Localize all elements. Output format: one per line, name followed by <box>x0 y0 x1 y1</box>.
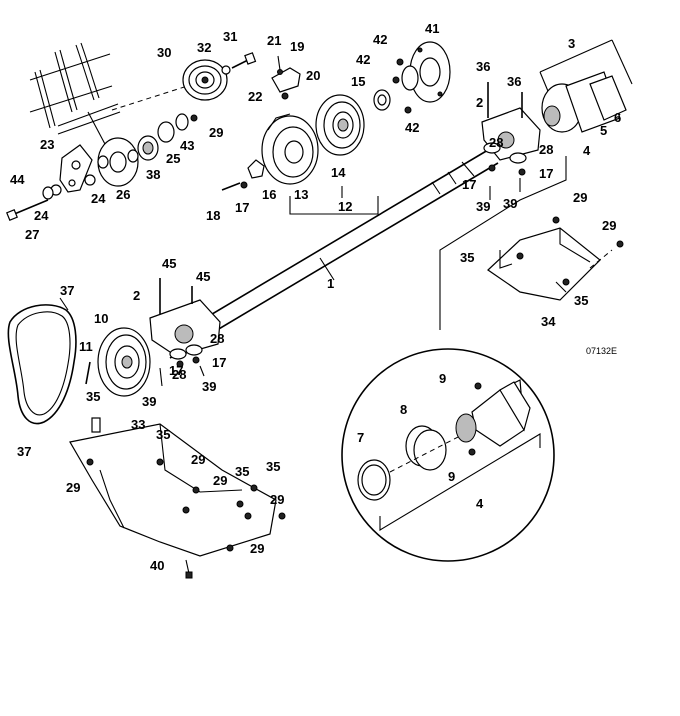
callout-37-top: 37 <box>60 283 74 298</box>
callout-28-a: 28 <box>489 135 503 150</box>
callout-18: 18 <box>206 208 220 223</box>
callout-19: 19 <box>290 39 304 54</box>
callout-28-d: 28 <box>172 367 186 382</box>
callout-29-f: 29 <box>213 473 227 488</box>
callout-32: 32 <box>197 40 211 55</box>
flange-bearing <box>401 41 451 103</box>
callout-29-c: 29 <box>602 218 616 233</box>
callout-42-c: 42 <box>405 120 419 135</box>
callout-35-a: 35 <box>460 250 474 265</box>
callout-15: 15 <box>351 74 365 89</box>
callout-29-e: 29 <box>191 452 205 467</box>
shield-lower <box>69 423 277 557</box>
callout-17-a: 17 <box>235 200 249 215</box>
callout-12: 12 <box>338 199 352 214</box>
detail-inset <box>341 348 555 562</box>
callout-31: 31 <box>223 29 237 44</box>
callout-26: 26 <box>116 187 130 202</box>
callout-29-h: 29 <box>250 541 264 556</box>
callout-10: 10 <box>94 311 108 326</box>
callout-25: 25 <box>166 151 180 166</box>
callout-34: 34 <box>541 314 556 329</box>
callout-6: 6 <box>614 110 621 125</box>
clutch-assembly <box>261 113 319 185</box>
callout-4-inset: 4 <box>476 496 484 511</box>
callout-35-d: 35 <box>156 427 170 442</box>
clutch-pulley <box>315 94 365 156</box>
callout-39-b: 39 <box>503 196 517 211</box>
callout-39-d: 39 <box>202 379 216 394</box>
callout-17-b: 17 <box>462 177 476 192</box>
callout-29-g: 29 <box>270 492 284 507</box>
callout-23: 23 <box>40 137 54 152</box>
callout-35-e: 35 <box>235 464 249 479</box>
callout-13: 13 <box>294 187 308 202</box>
callout-9-bottom: 9 <box>448 469 455 484</box>
callout-17-c: 17 <box>539 166 553 181</box>
callout-9-top: 9 <box>439 371 446 386</box>
callout-29-a: 29 <box>209 125 223 140</box>
callout-45-a: 45 <box>162 256 176 271</box>
callout-36-a: 36 <box>476 59 490 74</box>
callout-33: 33 <box>131 417 145 432</box>
callout-29-b: 29 <box>573 190 587 205</box>
drawing-code: 07132E <box>586 346 617 356</box>
callout-17-e: 17 <box>169 363 183 378</box>
callout-43: 43 <box>180 138 194 153</box>
drive-shaft <box>159 149 499 359</box>
callout-3: 3 <box>568 36 575 51</box>
callout-35-c: 35 <box>86 389 100 404</box>
callout-8: 8 <box>400 402 407 417</box>
callout-44: 44 <box>10 172 25 187</box>
callout-35-b: 35 <box>574 293 588 308</box>
callout-42-a: 42 <box>373 32 387 47</box>
callout-28-b: 28 <box>539 142 553 157</box>
callout-36-b: 36 <box>507 74 521 89</box>
callout-1: 1 <box>327 276 334 291</box>
callout-38: 38 <box>146 167 160 182</box>
blade-assembly <box>29 42 121 135</box>
callout-2-upper: 2 <box>476 95 483 110</box>
callout-28-c: 28 <box>210 331 224 346</box>
callout-24-b: 24 <box>91 191 106 206</box>
u-joint-detail <box>455 379 531 456</box>
callout-39-a: 39 <box>476 199 490 214</box>
callout-45-b: 45 <box>196 269 210 284</box>
callout-29-d: 29 <box>66 480 80 495</box>
bearing-plate-lower <box>149 278 221 357</box>
callout-2-lower: 2 <box>133 288 140 303</box>
callout-24-a: 24 <box>34 208 49 223</box>
callout-42-b: 42 <box>356 52 370 67</box>
callout-39-c: 39 <box>142 394 156 409</box>
callout-22: 22 <box>248 89 262 104</box>
callout-37-bottom: 37 <box>17 444 31 459</box>
top-pulley <box>182 59 228 101</box>
callout-21: 21 <box>267 33 281 48</box>
drive-pulley <box>97 327 151 397</box>
callout-5: 5 <box>600 123 607 138</box>
u-joint-assembly <box>541 71 627 133</box>
callout-27: 27 <box>25 227 39 242</box>
callout-35-f: 35 <box>266 459 280 474</box>
callout-40: 40 <box>150 558 164 573</box>
callout-30: 30 <box>157 45 171 60</box>
callout-7: 7 <box>357 430 364 445</box>
mount-bracket <box>271 67 301 93</box>
callout-41: 41 <box>425 21 439 36</box>
shield-right <box>487 227 601 301</box>
callout-16: 16 <box>262 187 276 202</box>
belt <box>7 304 77 425</box>
callout-20: 20 <box>306 68 320 83</box>
callout-11: 11 <box>79 339 93 354</box>
callout-14: 14 <box>331 165 346 180</box>
callout-4-upper: 4 <box>583 143 591 158</box>
callout-17-d: 17 <box>212 355 226 370</box>
